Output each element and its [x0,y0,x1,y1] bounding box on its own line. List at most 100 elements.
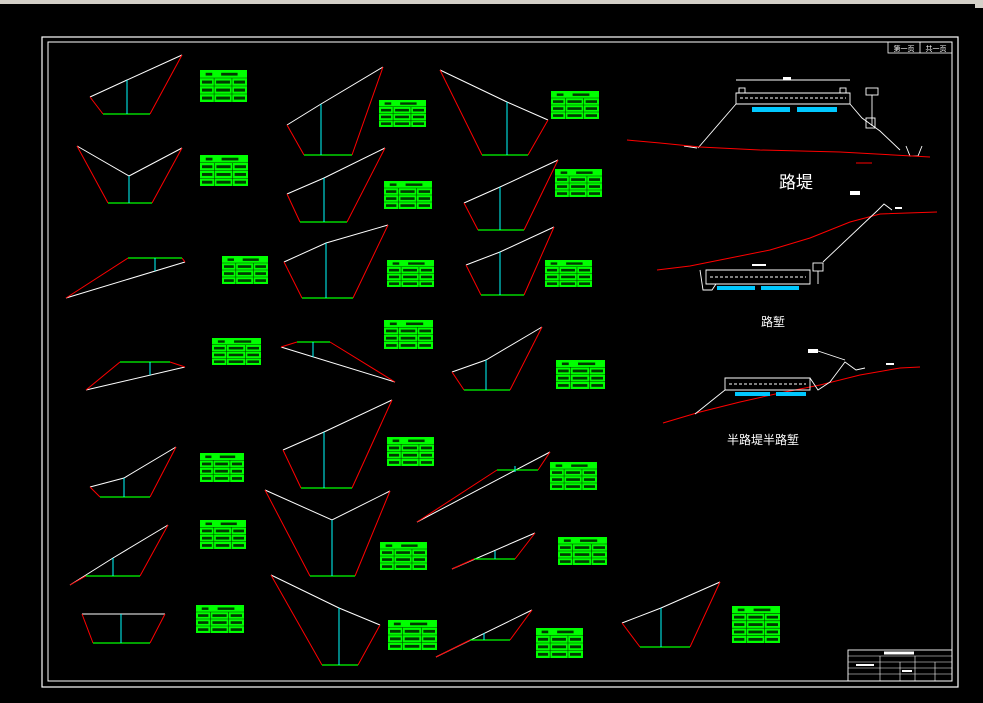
quantity-table-glyph [231,477,242,480]
quantity-table-glyph [558,384,569,387]
quantity-table-glyph [557,178,568,181]
ground-line [416,451,551,523]
slope-line-right [523,226,555,296]
quantity-table-glyph [381,115,392,119]
ground-line [451,326,543,373]
quantity-table-glyph [205,72,213,76]
quantity-table-glyph [404,637,420,641]
fill-slope-left [697,103,737,149]
quantity-table-glyph [234,172,246,176]
cut-slope [809,361,866,391]
quantity-table-glyph [224,272,234,275]
quantity-table-glyph [572,369,588,373]
cross-section [282,399,434,489]
quantity-table-glyph [255,272,266,275]
quantity-table-glyph [557,630,574,634]
slope-line-left [416,469,498,523]
cross-section [76,145,248,204]
quantity-table-glyph [231,462,242,466]
slope-line-left [451,371,465,391]
slope-line-right [169,361,186,368]
quantity-table-glyph [591,384,603,387]
quantity-table [555,169,602,197]
quantity-table-glyph [412,115,424,119]
quantity-table-glyph [406,322,424,326]
quantity-table-glyph [569,637,581,641]
quantity-table-glyph [386,344,397,347]
quantity-table-glyph [224,265,234,268]
quantity-table-glyph [585,107,597,110]
slope-line-right [149,613,166,644]
quantity-table-glyph [228,360,244,363]
quantity-table-glyph [571,464,588,467]
ground-line [463,159,559,204]
quantity-table-glyph [552,645,566,649]
pavement-right [776,392,806,396]
quantity-table-glyph [202,477,212,480]
quantity-table-glyph [389,322,397,326]
quantity-table [200,453,244,482]
slope-line-left [451,558,475,570]
marker-tag [808,349,818,353]
quantity-table-glyph [418,190,430,193]
quantity-table-glyph [400,190,415,193]
quantity-table-glyph [408,262,425,265]
quantity-table-glyph [420,282,432,285]
side-ditch [699,269,717,291]
quantity-table-glyph [580,539,598,542]
quantity-table-glyph [212,614,227,617]
quantity-table-glyph [403,268,417,272]
quantity-table [384,320,433,349]
title-block [847,649,953,682]
slope-toe-mark [683,145,698,149]
quantity-table-glyph [734,637,745,641]
quantity-table-glyph [255,279,266,282]
cross-section [280,320,433,383]
quantity-table-glyph [386,204,397,207]
quantity-table-glyph [237,265,252,268]
quantity-table-glyph [583,478,595,481]
cross-section [439,69,599,156]
quantity-table-glyph [242,258,259,261]
quantity-table-glyph [541,630,549,634]
quantity-table-glyph [400,204,415,207]
slope-line-right [329,341,396,383]
fill-slope [694,389,726,415]
quantity-table-glyph [233,544,244,547]
quantity-table-glyph [734,615,745,619]
quantity-table-glyph [247,360,259,363]
dimension-tag [783,77,791,80]
quantity-table-glyph [220,522,237,526]
cross-section [65,256,268,299]
quantity-table-glyph [202,529,212,533]
slope-line-right [151,147,183,204]
quantity-table-glyph [423,629,435,633]
quantity-table-glyph [395,108,409,112]
leader-line [817,350,846,361]
quantity-table-glyph [593,546,605,549]
quantity-table-glyph [400,197,415,200]
ground-line [465,226,555,266]
marker-box [812,262,824,272]
quantity-table-glyph [585,114,597,117]
quantity-table-glyph [202,96,213,100]
quantity-table-glyph [567,100,582,103]
quantity-table-glyph [247,346,259,350]
quantity-table-glyph [202,469,212,473]
quantity-table-glyph [212,628,227,631]
quantity-table-glyph [560,171,568,174]
slope-line-right [181,257,186,263]
quantity-table-glyph [202,172,213,176]
cross-section [416,451,597,523]
cross-section [286,147,432,223]
pavement-left [717,286,755,290]
ground-line [65,261,186,299]
quantity-table-glyph [572,376,588,380]
quantity-table-glyph [538,652,549,656]
quantity-table-glyph [386,329,397,333]
quantity-table-glyph [578,282,590,285]
terrain-line [626,139,931,158]
quantity-table-glyph [748,615,763,619]
typical-section-half-fill-half-cut: 半路堤半路堑 [662,349,921,447]
